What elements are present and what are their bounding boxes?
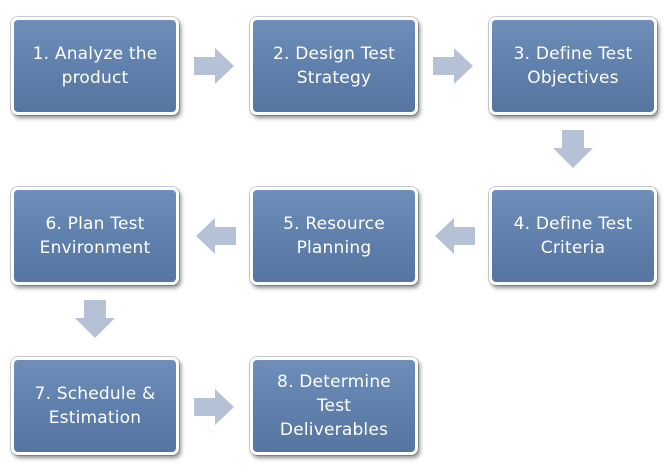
step-7-box: 7. Schedule & Estimation [11, 357, 179, 455]
step-4-label: 4. Define Test Criteria [513, 214, 633, 258]
step-8-label: 8. Determine Test Deliverables [277, 372, 391, 440]
step-5-label: 5. Resource Planning [283, 214, 385, 258]
step-1-box: 1. Analyze the product [11, 17, 179, 115]
step-6-label: 6. Plan Test Environment [39, 214, 151, 258]
step-8-box: 8. Determine Test Deliverables [250, 357, 418, 455]
step-3-label: 3. Define Test Objectives [513, 44, 633, 88]
arrow-down-icon [553, 130, 593, 168]
step-2-box: 2. Design Test Strategy [250, 17, 418, 115]
step-4-box: 4. Define Test Criteria [489, 187, 657, 285]
step-7-label: 7. Schedule & Estimation [34, 384, 156, 428]
arrow-right-icon [194, 389, 234, 425]
arrow-left-icon [435, 218, 475, 254]
step-6-box: 6. Plan Test Environment [11, 187, 179, 285]
arrow-down-icon [75, 300, 115, 338]
arrow-left-icon [196, 218, 236, 254]
step-2-label: 2. Design Test Strategy [273, 44, 395, 88]
arrow-right-icon [433, 48, 473, 84]
step-5-box: 5. Resource Planning [250, 187, 418, 285]
arrow-right-icon [194, 48, 234, 84]
step-1-label: 1. Analyze the product [32, 44, 158, 88]
step-3-box: 3. Define Test Objectives [489, 17, 657, 115]
